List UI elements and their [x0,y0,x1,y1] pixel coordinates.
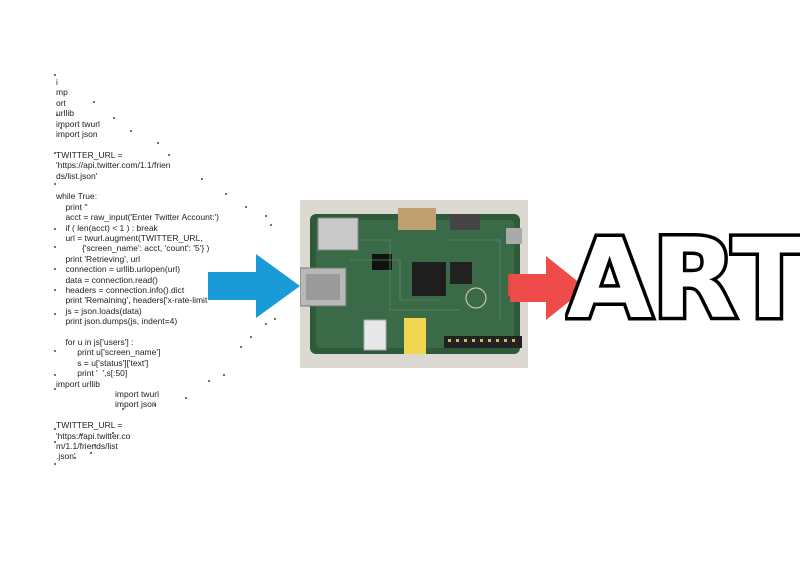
code-line: 'https://api.twitter.co [56,430,131,441]
scatter-dot [60,127,62,129]
raspberry-pi-board-photo [300,200,528,368]
scatter-dot [122,408,124,410]
code-line: urllib [56,108,74,119]
code-line: js = json.loads(data) [56,305,142,316]
scatter-dot [54,313,56,315]
code-line: print 'Remaining', headers['x-rate-limit [56,295,208,306]
scatter-dot [168,154,170,156]
code-line: 'https://api.twitter.com/1.1/frien [56,160,171,171]
code-line: url = twurl.augment(TWITTER_URL, [56,233,203,243]
code-line: s = u['status']['text'] [56,357,149,368]
art-logo-text: ART [567,215,800,337]
scatter-dot [265,215,267,217]
scatter-dot [74,457,76,459]
scatter-dot [54,350,56,352]
code-line: import twurl [56,118,100,129]
code-line: print ' ',s[:50] [56,368,128,379]
scatter-dot [54,388,56,390]
scatter-dot [54,441,56,443]
code-line: headers = connection.info().dict [56,285,185,295]
scatter-dot [270,224,272,226]
code-line: m/1.1/friends/list [56,441,118,451]
scatter-dot [113,117,115,119]
code-line: print u['screen_name'] [56,347,161,358]
scatter-dot [54,268,56,270]
scatter-dot [201,178,203,180]
scatter-dot [112,432,114,434]
scatter-dot [54,74,56,76]
scatter-dot [223,374,225,376]
scatter-dot [54,374,56,376]
scatter-dot [265,323,267,325]
scatter-dot [80,434,82,436]
scatter-dot [154,404,156,406]
code-line: import twurl [56,389,159,399]
code-line: if ( len(acct) < 1 ) : break [56,222,158,233]
scatter-dot [245,206,247,208]
code-line: mp [56,87,68,98]
scatter-dot [93,101,95,103]
scatter-dot [185,397,187,399]
code-line: acct = raw_input('Enter Twitter Account:… [56,212,220,223]
code-line: .json' [56,451,76,462]
scatter-dot [208,380,210,382]
code-line: import urllib [56,378,100,389]
code-line: TWITTER_URL = [56,420,123,431]
scatter-dot [54,183,56,185]
blue-arrow-icon [208,254,300,318]
code-line: data = connection.read() [56,274,158,285]
scatter-dot [54,228,56,230]
code-line: import json [56,399,157,410]
code-line: import json [56,129,98,139]
scatter-dot [90,452,92,454]
code-line: print '' [56,201,88,212]
red-arrow-icon [510,256,586,320]
code-line: print json.dumps(js, indent=4) [56,316,178,327]
code-line: connection = urllib.urlopen(url) [56,264,181,275]
code-line: while True: [56,191,98,202]
scatter-dot [54,152,56,154]
scatter-dot [157,142,159,144]
scatter-dot [56,114,58,116]
scatter-dot [94,444,96,446]
scatter-dot [240,346,242,348]
code-line: i [56,77,58,87]
code-line: for u in js['users'] : [56,337,134,347]
art-logo: ART [565,212,800,337]
scatter-dot [225,193,227,195]
scatter-dot [54,463,56,465]
scatter-dot [130,130,132,132]
scatter-dot [54,246,56,248]
scatter-dot [250,336,252,338]
code-line: ds/list.json' [56,170,98,181]
code-line: TWITTER_URL = [56,149,123,160]
scatter-dot [54,428,56,430]
code-line: {'screen_name': acct, 'count': '5'} ) [56,243,210,254]
code-line: print 'Retrieving', url [56,253,141,264]
code-line: ort [56,97,66,108]
scatter-dot [274,318,276,320]
scatter-dot [54,289,56,291]
